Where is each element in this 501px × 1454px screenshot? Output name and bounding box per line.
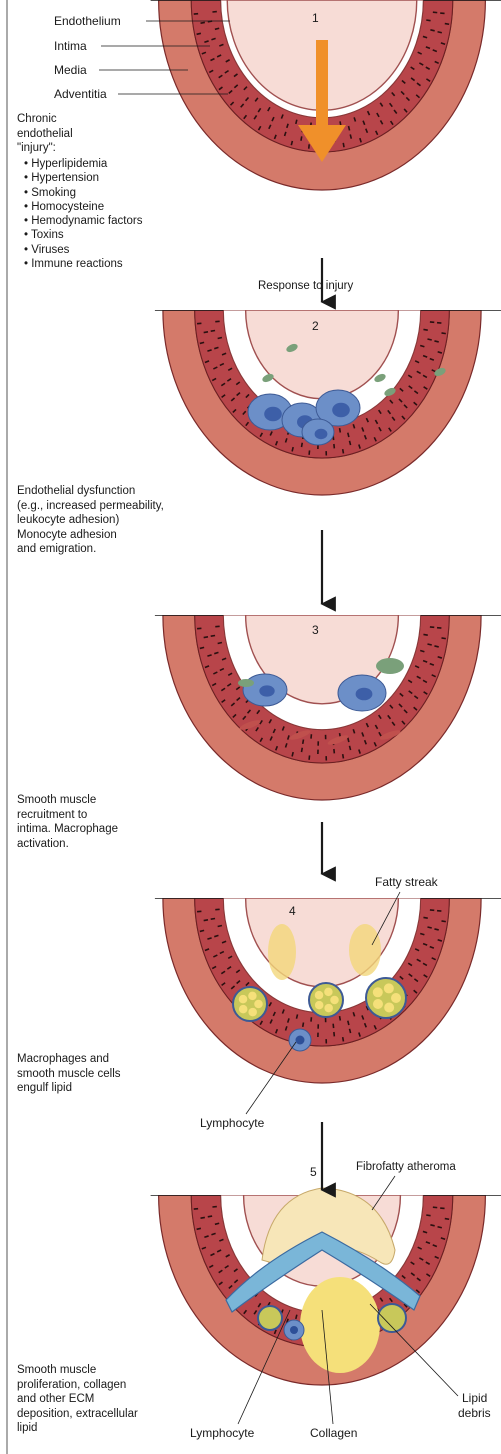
label-adventitia: Adventitia (54, 87, 107, 101)
label-fatty-streak: Fatty streak (375, 875, 439, 889)
vessel-stage-3 (155, 615, 501, 800)
cause-item: Viruses (24, 243, 142, 257)
stage-1-caption: Chronic endothelial "injury": (17, 112, 73, 156)
label-lymphocyte-4: Lymphocyte (200, 1116, 265, 1130)
stage-5-caption: Smooth muscle proliferation, collagen an… (17, 1363, 138, 1436)
label-debris: debris (458, 1406, 491, 1420)
cause-item: Immune reactions (24, 257, 142, 271)
arrow-1-label: Response to injury (258, 280, 353, 292)
stage-2-caption: Endothelial dysfunction (e.g., increased… (17, 484, 164, 557)
label-media: Media (54, 63, 87, 77)
stage-4-caption: Macrophages and smooth muscle cells engu… (17, 1052, 121, 1096)
label-endothelium: Endothelium (54, 14, 121, 28)
stage-1-number: 1 (312, 11, 319, 25)
label-lipid: Lipid (462, 1391, 487, 1405)
stage-2-number: 2 (312, 319, 319, 333)
label-intima: Intima (54, 39, 87, 53)
label-collagen: Collagen (310, 1426, 357, 1440)
stage-5-number: 5 (310, 1165, 317, 1179)
label-fibrofatty-atheroma: Fibrofatty atheroma (356, 1161, 456, 1173)
stage-3-caption: Smooth muscle recruitment to intima. Mac… (17, 793, 118, 851)
label-lymphocyte-5: Lymphocyte (190, 1426, 255, 1440)
injury-causes-list: Hyperlipidemia Hypertension Smoking Homo… (24, 157, 142, 271)
cause-item: Hemodynamic factors (24, 214, 142, 228)
stage-4-number: 4 (289, 904, 296, 918)
cause-item: Hyperlipidemia (24, 157, 142, 171)
cause-item: Hypertension (24, 171, 142, 185)
cause-item: Toxins (24, 228, 142, 242)
cause-item: Smoking (24, 186, 142, 200)
cause-item: Homocysteine (24, 200, 142, 214)
stage-3-number: 3 (312, 623, 319, 637)
